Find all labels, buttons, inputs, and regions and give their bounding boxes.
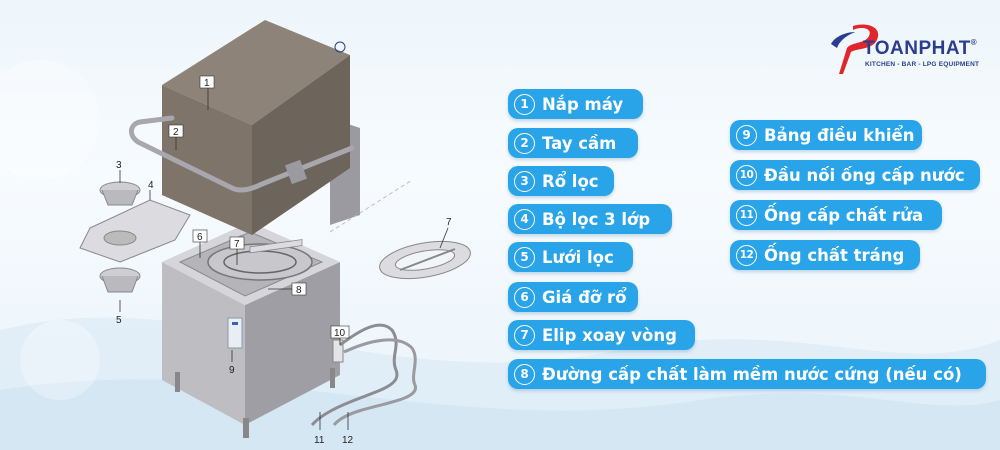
callout-3: 3 xyxy=(116,160,122,171)
hose-11 xyxy=(310,323,399,427)
brand-logo: TOANPHAT® KITCHEN - BAR - LPG EQUIPMENT xyxy=(825,18,995,78)
callout-7: 7 xyxy=(234,239,240,250)
hose-12 xyxy=(332,338,417,426)
callout-6: 6 xyxy=(197,232,203,243)
callout-12: 12 xyxy=(342,435,354,446)
water-connector xyxy=(332,339,344,363)
callout-1: 1 xyxy=(204,78,210,89)
callout-10: 10 xyxy=(334,328,346,339)
callout-5: 5 xyxy=(116,315,122,326)
handle xyxy=(129,115,355,193)
callout-7-rotor: 7 xyxy=(446,217,452,228)
callout-2: 2 xyxy=(173,127,179,138)
brand-tagline: KITCHEN - BAR - LPG EQUIPMENT xyxy=(865,61,980,68)
hood-top xyxy=(162,20,350,125)
cabinet-left-face xyxy=(162,262,245,425)
cabinet-right-face xyxy=(245,262,340,425)
dishwasher-diagram: 1 2 3 4 5 6 7 7 8 9 10 11 12 xyxy=(79,20,471,446)
logo-swoosh-icon xyxy=(831,24,879,75)
hood-left xyxy=(162,85,252,235)
callout-11: 11 xyxy=(314,435,325,446)
callout-8: 8 xyxy=(296,285,302,296)
hood-right xyxy=(252,55,350,235)
callout-9: 9 xyxy=(229,365,235,376)
filter-tray xyxy=(79,199,191,263)
control-panel xyxy=(227,317,243,349)
callout-4: 4 xyxy=(148,180,154,191)
brand-name: TOANPHAT® xyxy=(863,38,978,59)
